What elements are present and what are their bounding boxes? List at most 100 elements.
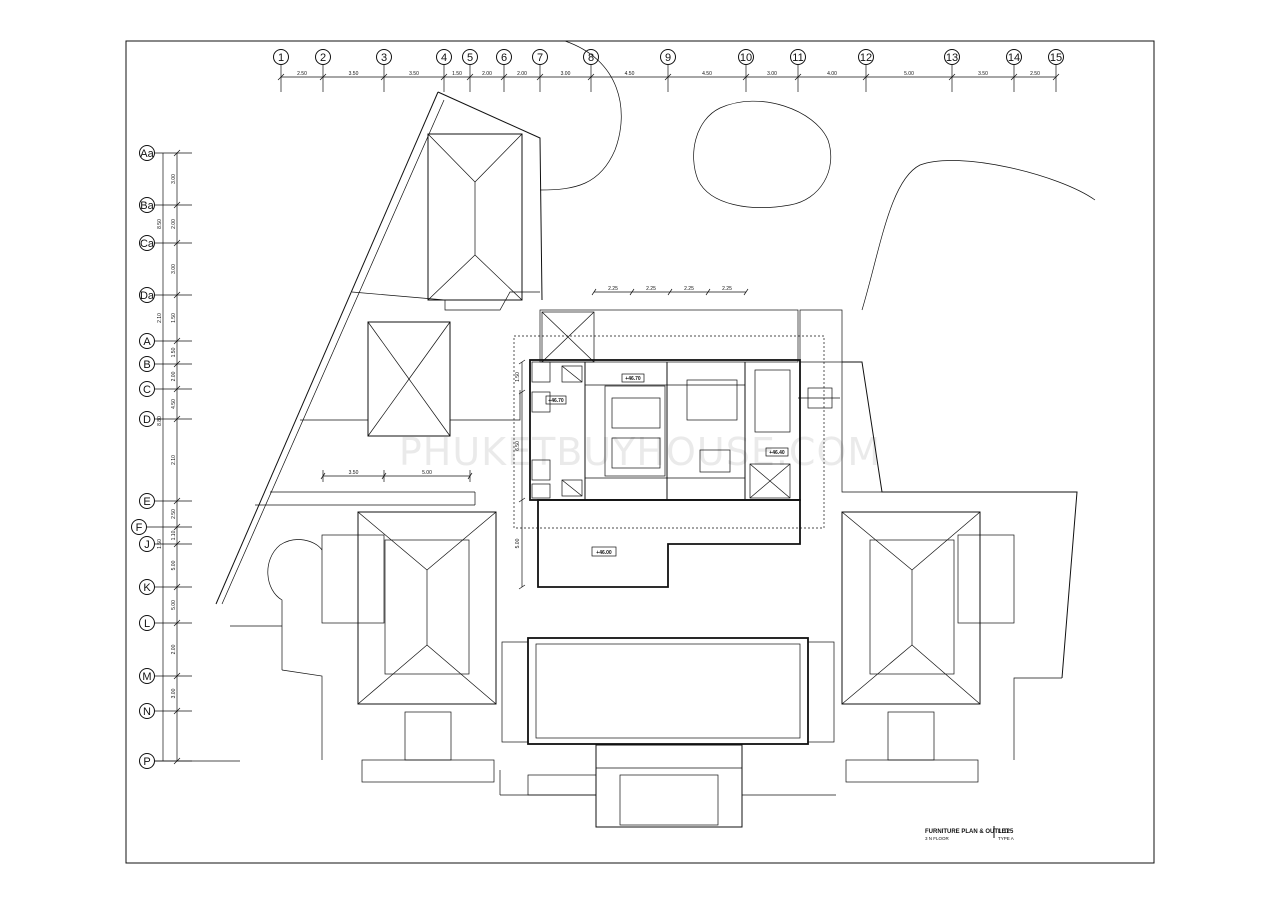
grid-column-9: 9 bbox=[660, 49, 676, 92]
sheet-border bbox=[125, 40, 1155, 864]
title-block: FURNITURE PLAN & OUTLET 1:125 3 N FLOOR … bbox=[925, 826, 1014, 841]
svg-text:C: C bbox=[143, 384, 151, 396]
svg-text:L: L bbox=[144, 618, 150, 630]
column-dim: 3.50 bbox=[978, 71, 988, 77]
svg-text:M: M bbox=[142, 671, 151, 683]
hip-roof-west bbox=[367, 321, 521, 437]
grid-column-2: 2 bbox=[315, 49, 331, 92]
level-tag-1: +46.70 bbox=[621, 373, 645, 383]
grid-row-J: J bbox=[139, 536, 192, 552]
row-dim: 4.50 bbox=[171, 399, 177, 409]
column-dim: 2.50 bbox=[1030, 71, 1040, 77]
site-boundary-curve bbox=[539, 40, 622, 191]
grid-column-7: 7 bbox=[532, 49, 548, 92]
drawing-type: TYPE A bbox=[998, 836, 1014, 841]
svg-text:+46.40: +46.40 bbox=[769, 450, 785, 456]
svg-text:6: 6 bbox=[501, 52, 507, 64]
svg-text:J: J bbox=[144, 539, 150, 551]
grid-column-12: 12 bbox=[858, 49, 874, 92]
column-dim: 4.00 bbox=[827, 71, 837, 77]
west-wing-diagonal-inner bbox=[221, 99, 445, 605]
column-dim: 3.00 bbox=[767, 71, 777, 77]
drawing-title: FURNITURE PLAN & OUTLET bbox=[925, 829, 1010, 835]
south-entrance bbox=[499, 744, 836, 828]
svg-text:14: 14 bbox=[1008, 52, 1020, 64]
west-wing-outline bbox=[437, 91, 543, 301]
svg-text:10: 10 bbox=[740, 52, 752, 64]
central-building bbox=[513, 309, 840, 529]
grid-column-15: 15 bbox=[1048, 49, 1064, 92]
svg-text:2: 2 bbox=[320, 52, 326, 64]
svg-text:F: F bbox=[136, 522, 143, 534]
inner-dim-vertical: 1.50 bbox=[515, 372, 521, 382]
row-dim: 2.10 bbox=[171, 455, 177, 465]
row-total-dim: 8.50 bbox=[157, 219, 163, 229]
svg-text:12: 12 bbox=[860, 52, 872, 64]
inner-dim-vertical: 6.50 bbox=[515, 441, 521, 451]
grid-row-M: M bbox=[139, 668, 192, 684]
svg-text:B: B bbox=[143, 359, 150, 371]
column-dim: 1.50 bbox=[452, 71, 462, 77]
grid-column-4: 4 bbox=[436, 49, 452, 92]
grid-row-Aa: Aa bbox=[139, 145, 192, 161]
column-dim: 2.00 bbox=[482, 71, 492, 77]
inner-dim-top: 2.25 bbox=[684, 286, 694, 292]
svg-text:15: 15 bbox=[1050, 52, 1062, 64]
row-total-dim: 1.50 bbox=[157, 539, 163, 549]
inner-dim-vertical: 5.00 bbox=[515, 538, 521, 548]
grid-column-6: 6 bbox=[496, 49, 512, 92]
svg-text:E: E bbox=[143, 496, 150, 508]
inner-dim-top: 2.25 bbox=[646, 286, 656, 292]
svg-text:A: A bbox=[143, 336, 151, 348]
grid-row-Ca: Ca bbox=[139, 235, 192, 251]
svg-text:Ca: Ca bbox=[140, 238, 155, 250]
svg-text:+46.00: +46.00 bbox=[596, 550, 612, 556]
svg-text:1: 1 bbox=[278, 52, 284, 64]
svg-text:Ba: Ba bbox=[140, 200, 154, 212]
column-dim: 3.50 bbox=[409, 71, 419, 77]
hip-roof-north bbox=[427, 133, 540, 311]
row-dim: 2.50 bbox=[171, 509, 177, 519]
svg-text:3: 3 bbox=[381, 52, 387, 64]
row-dim: 1.10 bbox=[171, 530, 177, 540]
grid-column-13: 13 bbox=[944, 49, 960, 92]
row-dim: 5.00 bbox=[171, 600, 177, 610]
svg-text:5: 5 bbox=[467, 52, 473, 64]
grid-row-E: E bbox=[139, 493, 192, 509]
grid-row-F: F bbox=[131, 519, 192, 535]
column-dim: 3.50 bbox=[349, 71, 359, 77]
svg-text:7: 7 bbox=[537, 52, 543, 64]
watermark: PHUKETBUYHOUSE.COM bbox=[399, 430, 881, 474]
grid-row-D: D bbox=[139, 411, 192, 427]
grid-column-11: 11 bbox=[790, 49, 806, 92]
row-dim: 3.00 bbox=[171, 174, 177, 184]
grid-row-C: C bbox=[139, 381, 192, 397]
row-dim: 2.00 bbox=[171, 219, 177, 229]
row-total-dim: 2.10 bbox=[157, 313, 163, 323]
grid-column-3: 3 bbox=[376, 49, 392, 92]
swimming-pool bbox=[501, 637, 835, 745]
terrace-deck bbox=[537, 499, 801, 588]
grid-column-8: 8 bbox=[583, 49, 599, 92]
svg-text:11: 11 bbox=[792, 52, 803, 64]
grid-row-A: A bbox=[139, 333, 192, 349]
column-dim: 3.00 bbox=[561, 71, 571, 77]
inner-dim-top: 2.25 bbox=[722, 286, 732, 292]
grid-row-Ba: Ba bbox=[139, 197, 192, 213]
west-wing-diagonal-outer bbox=[215, 91, 439, 605]
site-curve-right bbox=[861, 160, 1096, 311]
drawing-scale: 1:125 bbox=[998, 829, 1014, 835]
svg-text:Aa: Aa bbox=[140, 148, 154, 160]
svg-text:K: K bbox=[143, 582, 151, 594]
inner-dim-left: 3.50 bbox=[349, 470, 359, 476]
svg-text:4: 4 bbox=[441, 52, 447, 64]
column-dim: 4.50 bbox=[702, 71, 712, 77]
row-dim: 2.00 bbox=[171, 371, 177, 381]
row-dim: 1.50 bbox=[171, 313, 177, 323]
grid-row-B: B bbox=[139, 356, 192, 372]
lawn-oval bbox=[693, 100, 832, 208]
row-total-dim: 8.80 bbox=[157, 416, 163, 426]
column-dim: 2.50 bbox=[297, 71, 307, 77]
svg-text:9: 9 bbox=[665, 52, 671, 64]
